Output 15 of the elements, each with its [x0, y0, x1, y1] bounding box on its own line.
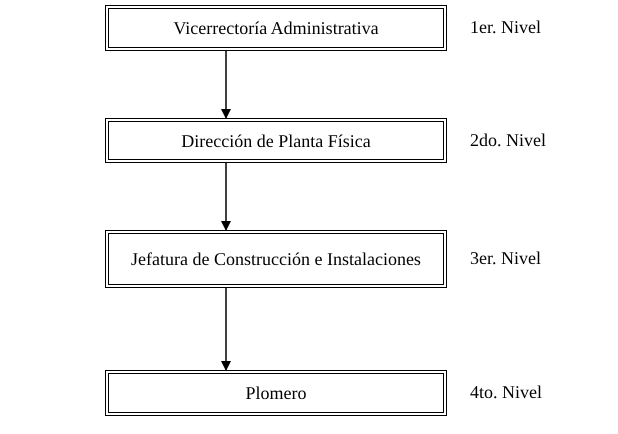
- arrow: [221, 288, 231, 371]
- box-label: Dirección de Planta Física: [181, 130, 371, 152]
- level-label: 2do. Nivel: [470, 128, 546, 150]
- box-label: Jefatura de Construcción e Instalaciones: [131, 248, 421, 270]
- level-label: 1er. Nivel: [470, 16, 541, 38]
- arrow: [221, 51, 231, 119]
- level-label: 4to. Nivel: [470, 381, 542, 403]
- process-box: [105, 230, 447, 288]
- process-box: [105, 370, 447, 416]
- arrow: [221, 163, 231, 231]
- level-label: 3er. Nivel: [470, 247, 541, 269]
- process-box: [105, 5, 447, 51]
- process-box: [105, 118, 447, 163]
- box-label: Vicerrectoría Administrativa: [173, 17, 379, 39]
- box-label: Plomero: [246, 382, 306, 404]
